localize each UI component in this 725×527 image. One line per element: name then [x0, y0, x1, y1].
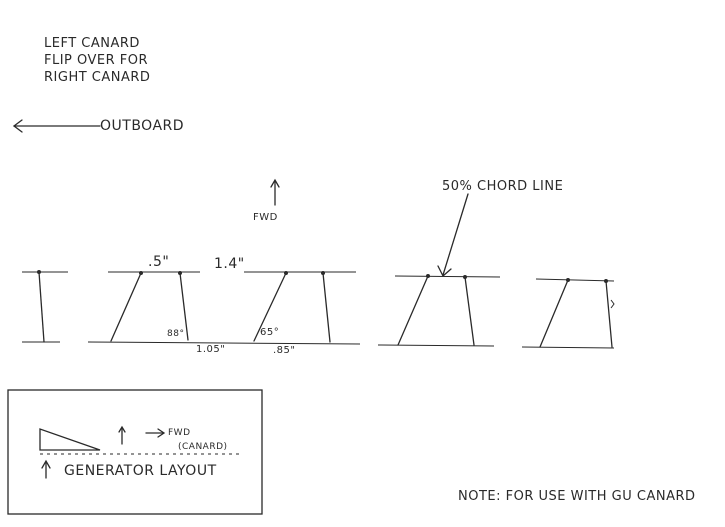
angle-88-label: 88° — [167, 329, 185, 339]
outboard-arrow — [12, 119, 101, 133]
vortex-generator-2 — [110, 271, 189, 342]
length-085-label: .85" — [273, 345, 296, 356]
legend-caption: GENERATOR LAYOUT — [64, 463, 217, 479]
angle-65-label: 65° — [260, 327, 280, 338]
vortex-generator-5 — [539, 278, 615, 348]
vortex-generator-3 — [253, 271, 331, 343]
length-105-label: 1.05" — [196, 344, 226, 355]
outboard-label: OUTBOARD — [100, 118, 185, 134]
fwd-arrow — [270, 178, 280, 206]
title-line-1: LEFT CANARD — [44, 36, 140, 51]
legend-canard-label: (CANARD) — [178, 442, 228, 452]
vortex-generator-4 — [397, 274, 475, 346]
width-dimension: 1.4" — [214, 256, 245, 272]
chord-line-label: 50% CHORD LINE — [442, 179, 564, 194]
legend-box — [7, 389, 263, 515]
title-line-3: RIGHT CANARD — [44, 70, 151, 85]
chord-line-leader-arrow — [437, 193, 469, 278]
legend-fwd-label: FWD — [168, 428, 191, 438]
vortex-generator-1 — [37, 270, 45, 343]
spacing-dimension: .5" — [148, 254, 170, 270]
fwd-label: FWD — [253, 212, 278, 223]
note-text: NOTE: FOR USE WITH GU CANARD — [458, 489, 696, 504]
title-line-2: FLIP OVER FOR — [44, 53, 149, 68]
lower-reference-line — [22, 341, 615, 349]
upper-reference-line — [22, 271, 615, 282]
